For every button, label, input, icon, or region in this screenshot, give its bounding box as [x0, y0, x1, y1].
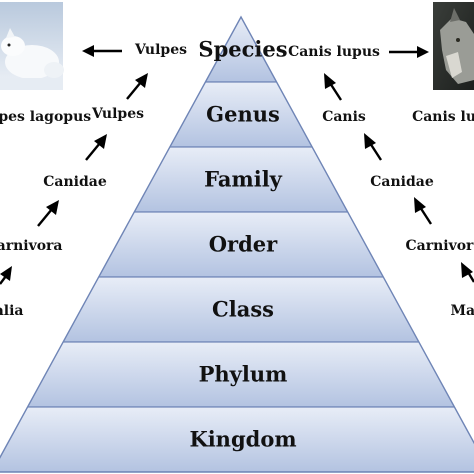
left-family-label: Canidae [43, 174, 107, 190]
tier-label-kingdom: Kingdom [189, 427, 296, 452]
right-species-caption: Canis lupus [412, 109, 474, 125]
tier-kingdom [0, 406, 474, 472]
pyramid-outline [0, 15, 474, 473]
wolf-image [433, 2, 474, 90]
tier-label-family: Family [204, 167, 283, 192]
left-arrow-genus-up [126, 73, 148, 100]
right-class-label: Mammalia [451, 303, 474, 319]
left-arrow-family-up [85, 134, 107, 161]
right-species-label: Canis lupus [288, 44, 380, 60]
tier-label-species: Species [198, 37, 287, 62]
tier-label-order: Order [209, 232, 278, 257]
arctic-fox-image [0, 2, 64, 90]
left-arrow-order-up [37, 200, 59, 227]
right-arrow-family-up [364, 133, 383, 161]
arctic-fox-eye [7, 43, 11, 47]
left-class-label: Mammalia [0, 303, 23, 319]
arctic-fox-ear [6, 28, 15, 38]
wolf-muzzle [446, 52, 462, 78]
tier-label-class: Class [212, 297, 274, 322]
right-family-label: Canidae [370, 174, 434, 190]
left-genus-label: Vulpes [91, 106, 144, 122]
tier-label-genus: Genus [206, 102, 280, 127]
arctic-fox-head [1, 36, 25, 56]
right-arrow-order-up [414, 197, 433, 225]
tier-label-phylum: Phylum [199, 362, 288, 387]
left-order-label: Carnivora [0, 238, 63, 254]
left-species-label: Vulpes lagopus [0, 109, 91, 125]
left-arrow-class-up [0, 266, 12, 285]
tier-kingdom-band [0, 406, 474, 472]
snow-ground [0, 78, 63, 90]
right-order-label: Carnivora [405, 238, 474, 254]
arctic-fox-tail [44, 62, 64, 78]
wolf-ear [450, 8, 460, 22]
left-genus-top-label: Vulpes [134, 42, 187, 58]
wolf-head [440, 18, 474, 84]
right-arrow-genus-up [324, 73, 343, 101]
right-arrow-class-up [461, 262, 474, 283]
wolf-eye [456, 38, 460, 42]
right-genus-label: Canis [322, 109, 366, 125]
left-arrow-genus-to-photo [82, 45, 122, 57]
right-arrow-species-to-photo [389, 46, 429, 58]
